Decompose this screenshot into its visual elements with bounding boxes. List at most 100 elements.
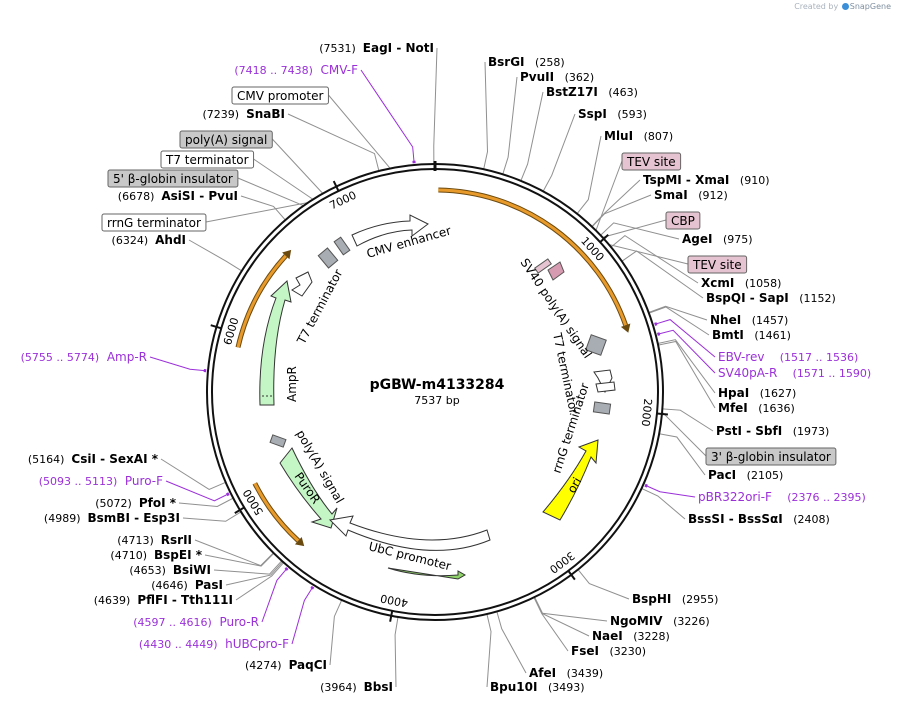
enzyme-label-pvuii[interactable]: PvuII (362) [520,70,594,84]
enzyme-label-rsrii[interactable]: (4713) RsrII [117,533,192,547]
outer-arc-arrowhead [282,249,292,260]
feature-arrow-puror[interactable] [279,447,338,529]
enzyme-label-smai[interactable]: SmaI (912) [654,188,728,202]
enzyme-label-bsssi[interactable]: BssSI - BssSαI (2408) [688,512,830,526]
feature-arrow-ori[interactable] [542,439,599,521]
enzyme-label-eagi[interactable]: (7531) EagI - NotI [319,41,434,55]
enzyme-label-pfoi[interactable]: (5072) PfoI * [95,496,176,510]
enzyme-label-bsphi[interactable]: BspHI (2955) [632,592,718,606]
feature-box-rrng-terminator-right[interactable] [592,401,612,415]
primer-leader-line [657,329,716,374]
label-box-t7-terminator[interactable]: T7 terminator [160,150,255,169]
primer-label-amp-r[interactable]: (5755 .. 5774) Amp-R [21,350,147,364]
enzyme-label-ahdi[interactable]: (6324) AhdI [112,233,186,247]
enzyme-label-bsiwi[interactable]: (4653) BsiWI [129,563,211,577]
enzyme-leader-line [182,511,242,522]
enzyme-leader-line [160,458,226,491]
enzyme-label-xcmi[interactable]: XcmI (1058) [701,276,781,290]
outer-feature-arc[interactable] [236,254,287,348]
enzyme-leader-line [483,61,489,170]
feature-box-polya-left[interactable] [269,434,287,448]
label-box-tev-site[interactable]: TEV site [621,152,682,171]
feature-arrow-t7-terminator-left[interactable] [291,271,313,297]
enzyme-label-paqci[interactable]: (4274) PaqCI [245,658,327,672]
primer-label-puro-r[interactable]: (4597 .. 4616) Puro-R [133,615,259,629]
primer-leader-line [654,319,716,358]
enzyme-label-snabi[interactable]: (7239) SnaBI [203,107,285,121]
enzyme-leader-line [496,611,527,674]
enzyme-label-bbsi[interactable]: (3964) BbsI [320,680,393,694]
label-box-5-globin-insulator[interactable]: 5' β-globin insulator [107,169,239,188]
label-box-poly-a-signal[interactable]: poly(A) signal [179,130,273,149]
feature-box-sv40-gray[interactable] [585,334,607,356]
primer-label-hubcpro-f[interactable]: (4430 .. 4449) hUBCpro-F [139,637,289,651]
enzyme-label-nhei[interactable]: NheI (1457) [710,313,788,327]
feature-box-tev-site[interactable] [534,258,552,274]
enzyme-label-bpu10i[interactable]: Bpu10I (3493) [490,680,585,694]
enzyme-label-bsmbi[interactable]: (4989) BsmBI - Esp3I [44,511,180,525]
enzyme-leader-line [534,596,608,622]
label-box-3-globin-insulator[interactable]: 3' β-globin insulator [705,447,837,466]
enzyme-label-tspmi[interactable]: TspMI - XmaI (910) [643,173,770,187]
feature-arrow-ampr[interactable] [259,280,292,406]
enzyme-leader-line [657,339,716,394]
enzyme-leader-line [648,306,710,336]
enzyme-label-psti[interactable]: PstI - SbfI (1973) [716,424,829,438]
feature-box-rrng-terminator[interactable] [317,247,339,269]
enzyme-leader-line [600,222,680,240]
enzyme-label-hpai[interactable]: HpaI (1627) [718,386,796,400]
primer-label-cmv-f[interactable]: (7418 .. 7438) CMV-F [234,63,358,77]
enzyme-labels[interactable]: (7531) EagI - NotI BsrGI (258)PvuII (362)… [28,41,836,694]
enzyme-label-pasi[interactable]: (4646) PasI [151,578,223,592]
snapgene-logo-icon [841,3,849,10]
enzyme-label-paci[interactable]: PacI (2105) [708,468,783,482]
enzyme-leader-line [178,497,234,508]
primer-site-mark [644,483,648,488]
label-box-rrng-terminator[interactable]: rrnG terminator [101,213,207,232]
label-box-leader [253,158,314,200]
enzyme-label-naei[interactable]: NaeI (3228) [592,629,670,643]
tick-label: 7000 [328,189,359,213]
label-box-tev-site[interactable]: TEV site [687,255,748,274]
enzyme-label-bspqi[interactable]: BspQI - SapI (1152) [706,291,836,305]
label-box-leader [608,243,689,265]
enzyme-label-afei[interactable]: AfeI (3439) [529,666,603,680]
feature-box-cbp[interactable] [547,261,565,281]
enzyme-label-bspei[interactable]: (4710) BspEI * [110,548,202,562]
enzyme-label-bsrgi[interactable]: BsrGI (258) [488,55,565,69]
enzyme-label-bmti[interactable]: BmtI (1461) [712,328,791,342]
label-box-text: rrnG terminator [107,216,201,230]
enzyme-label-pflfi[interactable]: (4639) PflFI - Tth111I [94,593,233,607]
primer-site-mark [310,585,315,590]
primer-labels[interactable]: (7418 .. 7438) CMV-F EBV-rev (1517 .. 153… [21,63,872,651]
label-box-cbp[interactable]: CBP [665,211,701,230]
feature-box-polya[interactable] [333,236,351,256]
label-box-text: 5' β-globin insulator [113,172,233,186]
primer-leader-line [360,69,415,163]
enzyme-label-asisi[interactable]: (6678) AsiSI - PvuI [118,189,238,203]
label-box-cmv-promoter[interactable]: CMV promoter [231,86,329,105]
enzyme-label-agei[interactable]: AgeI (975) [682,232,753,246]
enzyme-label-mfei[interactable]: MfeI (1636) [718,401,795,415]
label-box-leader [661,411,707,457]
enzyme-label-csii[interactable]: (5164) CsiI - SexAI * [28,452,159,466]
enzyme-leader-line [394,616,399,688]
outer-feature-arc[interactable] [438,188,628,326]
primer-label-sv40pa-r[interactable]: SV40pA-R (1571 .. 1590) [718,366,871,380]
enzyme-label-ngomiv[interactable]: NgoMIV (3226) [610,614,710,628]
enzyme-label-fsei[interactable]: FseI (3230) [571,644,646,658]
primer-label-puro-f[interactable]: (5093 .. 5113) Puro-F [39,474,163,488]
primer-label-pbr322ori-f[interactable]: pBR322ori-F (2376 .. 2395) [698,490,866,504]
primer-site-mark [284,566,289,571]
feature-arrow-ubc-promoter[interactable] [328,515,491,551]
primer-label-ebv-rev[interactable]: EBV-rev (1517 .. 1536) [718,350,858,364]
enzyme-label-bstz17i[interactable]: BstZ17I (463) [546,85,638,99]
enzyme-label-mlui[interactable]: MluI (807) [604,129,673,143]
tick-label: 5000 [240,487,266,518]
enzyme-label-sspi[interactable]: SspI (593) [578,107,647,121]
feature-arrow-cmv-enhancer[interactable] [351,214,429,247]
outer-feature-arc[interactable] [253,482,300,542]
enzyme-leader-line [213,560,283,575]
